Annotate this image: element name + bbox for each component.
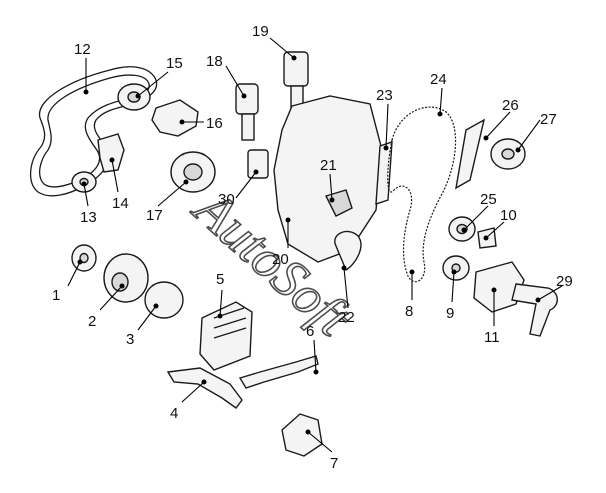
alternator-housing [144, 281, 184, 319]
callout-25: 25 [480, 191, 497, 208]
bushing [247, 149, 269, 179]
thermostat-housing [281, 413, 323, 457]
callout-6: 6 [306, 323, 314, 340]
callout-14: 14 [112, 195, 129, 212]
callout-16: 16 [206, 115, 223, 132]
callout-19: 19 [252, 23, 269, 40]
crankshaft-pulley [170, 151, 216, 193]
callout-9: 9 [446, 305, 454, 322]
callout-30: 30 [218, 191, 235, 208]
callout-7: 7 [330, 455, 338, 472]
callout-22: 22 [338, 309, 355, 326]
callout-23: 23 [376, 87, 393, 104]
alternator-pulley [71, 244, 97, 272]
timing-chain [387, 106, 457, 283]
callout-3: 3 [126, 331, 134, 348]
hose-fitting [334, 230, 362, 272]
oil-cooler [199, 301, 253, 371]
callout-17: 17 [146, 207, 163, 224]
callout-15: 15 [166, 55, 183, 72]
callout-11: 11 [484, 329, 500, 346]
guide-rail [455, 118, 486, 190]
callout-1: 1 [52, 287, 60, 304]
callout-27: 27 [540, 111, 557, 128]
callout-18: 18 [206, 53, 223, 70]
oil-pickup-tube [511, 283, 558, 337]
water-pipe [166, 367, 243, 409]
callout-leaders [67, 37, 563, 453]
fuel-injector-18 [235, 83, 259, 141]
callout-20: 20 [272, 251, 289, 268]
callout-8: 8 [405, 303, 413, 320]
callout-4: 4 [170, 405, 178, 422]
callout-numbers: 1 2 3 4 5 6 7 8 9 10 11 12 13 14 15 16 1… [52, 23, 573, 472]
callout-10: 10 [500, 207, 517, 224]
drive-belt-inner [38, 74, 150, 188]
water-pump [151, 99, 199, 137]
drive-belt [30, 66, 158, 197]
callout-2: 2 [88, 313, 96, 330]
fuel-injector-19 [283, 51, 309, 109]
alternator [103, 253, 149, 303]
callout-13: 13 [80, 209, 97, 226]
callout-24: 24 [430, 71, 447, 88]
cover-bracket [325, 189, 353, 217]
chain-guide [375, 141, 393, 205]
camshaft-sprocket [490, 138, 526, 170]
callout-21: 21 [320, 157, 337, 174]
crank-sprocket [442, 255, 470, 281]
timing-cover [273, 95, 383, 263]
tensioner-bracket [97, 133, 125, 173]
callout-12: 12 [74, 41, 91, 58]
callout-29: 29 [556, 273, 573, 290]
coolant-pipe [238, 355, 319, 389]
callout-5: 5 [216, 271, 224, 288]
idler-pulley [117, 83, 151, 111]
callout-26: 26 [502, 97, 519, 114]
